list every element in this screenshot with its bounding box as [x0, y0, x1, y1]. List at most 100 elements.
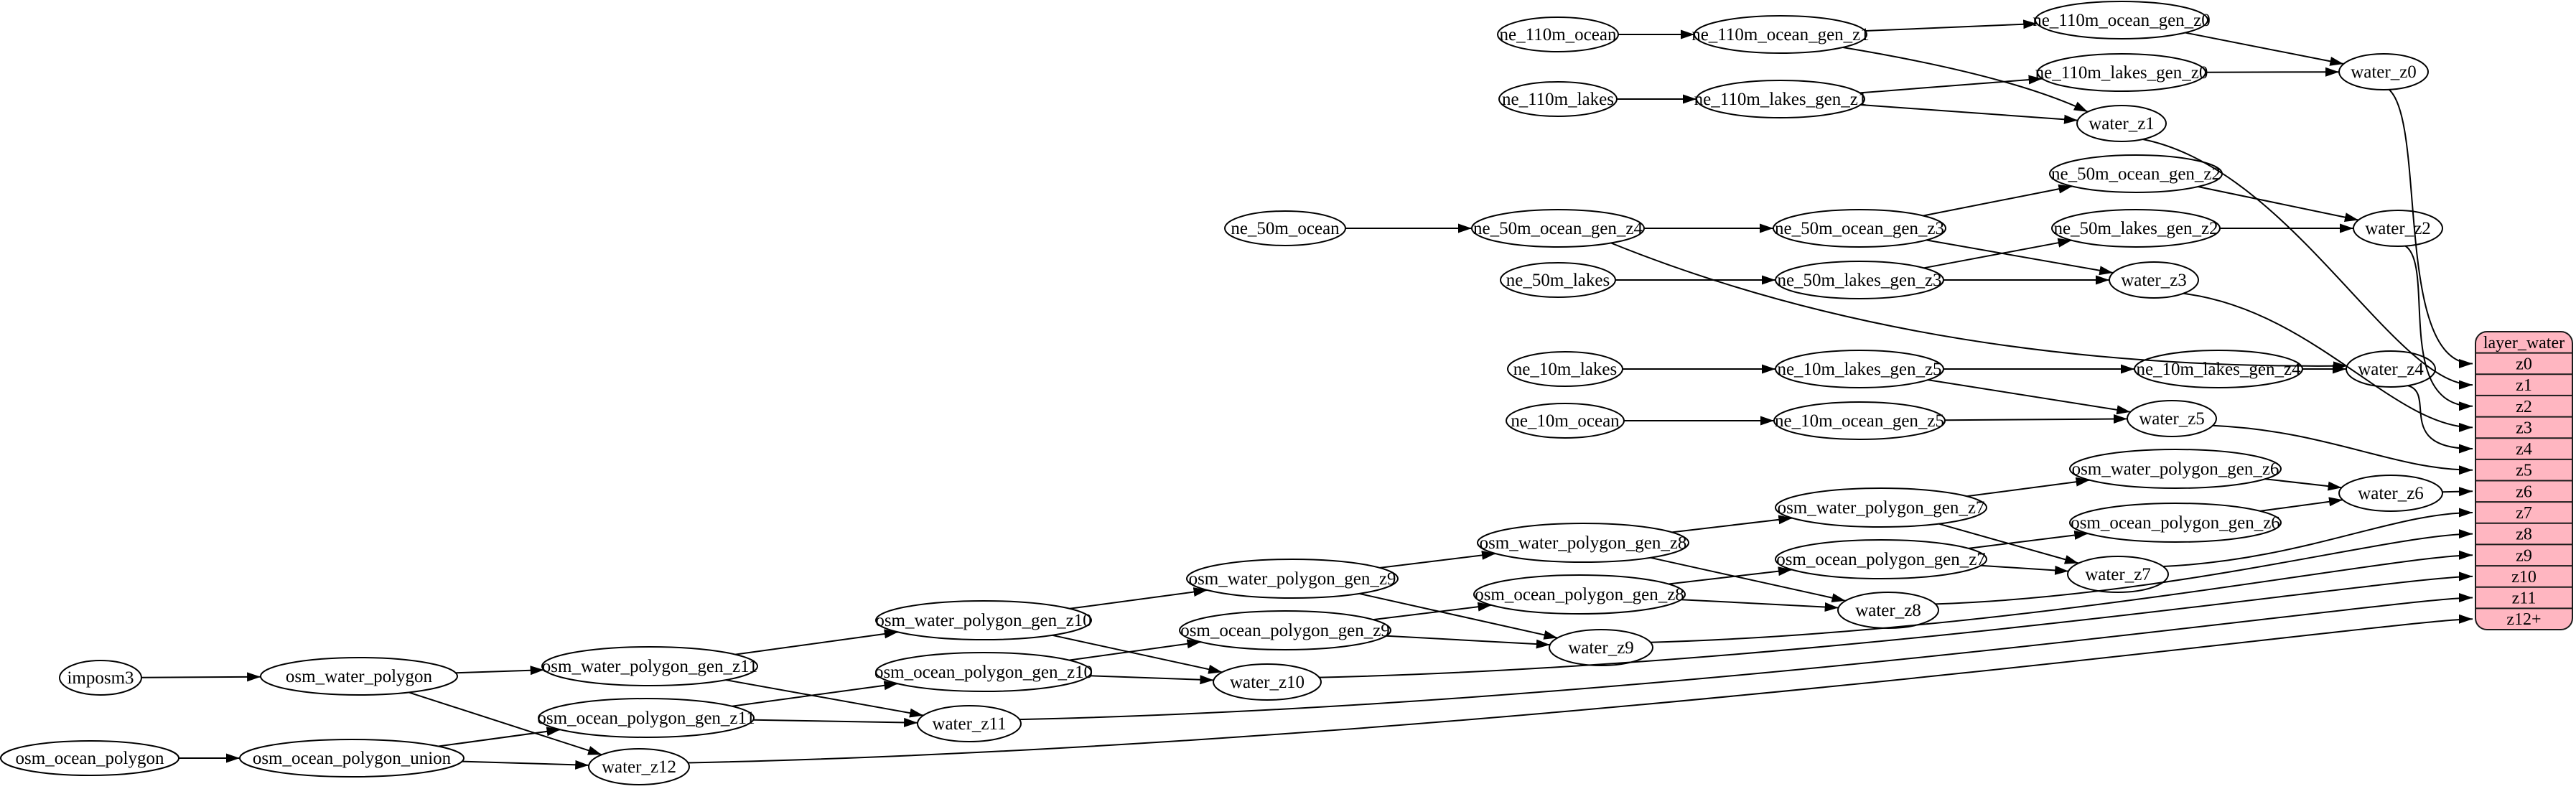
- node-label-osm_water_polygon_gen_z11: osm_water_polygon_gen_z11: [542, 657, 757, 676]
- edge-osm_water_polygon_gen_z9-to-water_z9: [1359, 592, 1558, 640]
- node-osm_ocean_polygon_gen_z7: osm_ocean_polygon_gen_z7: [1775, 539, 1987, 579]
- edge-ne_110m_lakes_gen_z0-to-water_z0: [2205, 67, 2340, 77]
- edge-water_z0-to-layer_water-z0: [2388, 89, 2473, 368]
- node-shape-water_z8: [1837, 592, 1939, 629]
- node-ne_110m_lakes: ne_110m_lakes: [1498, 81, 1618, 117]
- edge-osm_ocean_polygon_gen_z11-to-osm_ocean_polygon_gen_z10: [732, 681, 898, 707]
- node-water_z7: water_z7: [2067, 556, 2169, 593]
- node-label-ne_110m_lakes: ne_110m_lakes: [1502, 90, 1614, 109]
- edge-ne_110m_ocean_gen_z1-to-water_z1: [1842, 47, 2089, 113]
- edge-ne_50m_lakes_gen_z3-to-ne_50m_lakes_gen_z2: [1923, 238, 2072, 269]
- node-shape-ne_50m_ocean_gen_z3: [1773, 209, 1946, 248]
- edge-osm_ocean_polygon_union-to-water_z12: [462, 760, 589, 770]
- node-shape-water_z9: [1549, 629, 1653, 666]
- node-label-ne_10m_ocean_gen_z5: ne_10m_ocean_gen_z5: [1775, 411, 1944, 431]
- edge-osm_water_polygon_gen_z11-to-water_z11: [725, 679, 924, 718]
- edge-ne_110m_ocean_gen_z1-to-ne_110m_ocean_gen_z0: [1865, 19, 2038, 32]
- node-osm_water_polygon_gen_z6: osm_water_polygon_gen_z6: [2069, 449, 2282, 489]
- edge-osm_ocean_polygon_gen_z8-to-osm_ocean_polygon_gen_z7: [1668, 566, 1793, 585]
- node-shape-water_z0: [2338, 53, 2429, 90]
- node-label-osm_ocean_polygon_gen_z9: osm_ocean_polygon_gen_z9: [1180, 621, 1390, 640]
- node-shape-ne_50m_lakes_gen_z3: [1775, 261, 1944, 299]
- node-shape-ne_10m_lakes_gen_z5: [1775, 350, 1944, 388]
- node-label-ne_110m_lakes_gen_z0: ne_110m_lakes_gen_z0: [2035, 63, 2208, 83]
- node-label-ne_50m_ocean: ne_50m_ocean: [1231, 219, 1340, 238]
- edge-osm_water_polygon_gen_z6-to-water_z6: [2264, 478, 2342, 491]
- node-ne_50m_lakes_gen_z3: ne_50m_lakes_gen_z3: [1775, 261, 1944, 299]
- node-label-ne_110m_ocean_gen_z1: ne_110m_ocean_gen_z1: [1691, 25, 1870, 45]
- node-label-water_z5: water_z5: [2139, 409, 2205, 429]
- edge-water_z6-to-layer_water-z6: [2442, 487, 2473, 497]
- node-shape-ne_50m_ocean_gen_z4: [1471, 209, 1645, 248]
- table-row-z0: z0: [2516, 355, 2532, 373]
- node-shape-water_z12: [588, 748, 690, 785]
- table-row-z10: z10: [2511, 568, 2537, 587]
- edge-water_z10-to-layer_water-z10: [1319, 571, 2473, 678]
- node-shape-ne_50m_ocean: [1224, 210, 1346, 246]
- node-shape-water_z1: [2076, 105, 2167, 142]
- node-label-water_z2: water_z2: [2365, 219, 2431, 238]
- node-water_z0: water_z0: [2338, 53, 2429, 90]
- node-ne_10m_ocean_gen_z5: ne_10m_ocean_gen_z5: [1773, 401, 1946, 440]
- node-shape-ne_110m_ocean_gen_z1: [1694, 15, 1867, 54]
- edge-osm_water_polygon_gen_z11-to-osm_water_polygon_gen_z10: [735, 629, 898, 655]
- node-shape-ne_10m_lakes_gen_z4: [2134, 350, 2303, 388]
- node-water_z10: water_z10: [1213, 663, 1322, 701]
- node-osm_water_polygon: osm_water_polygon: [260, 657, 458, 696]
- edge-osm_water_polygon_gen_z10-to-water_z10: [1052, 634, 1223, 674]
- node-osm_water_polygon_gen_z10: osm_water_polygon_gen_z10: [875, 600, 1092, 640]
- edge-water_z9-to-layer_water-z9: [1650, 550, 2473, 643]
- node-shape-osm_water_polygon_gen_z6: [2069, 449, 2282, 489]
- node-label-osm_ocean_polygon: osm_ocean_polygon: [16, 749, 164, 768]
- node-shape-osm_ocean_polygon_gen_z8: [1473, 574, 1686, 615]
- node-shape-ne_10m_ocean: [1506, 403, 1625, 439]
- node-label-ne_110m_lakes_gen_z1: ne_110m_lakes_gen_z1: [1694, 90, 1867, 109]
- layer-water-table: layer_waterz0z1z2z3z4z5z6z7z8z9z10z11z12…: [2475, 331, 2573, 630]
- edge-ne_10m_lakes_gen_z5-to-water_z5: [1928, 379, 2131, 415]
- table-row-z8: z8: [2516, 526, 2532, 544]
- node-osm_water_polygon_gen_z7: osm_water_polygon_gen_z7: [1775, 487, 1987, 528]
- node-shape-imposm3: [59, 660, 142, 696]
- edge-osm_ocean_polygon_gen_z10-to-osm_ocean_polygon_gen_z9: [1068, 639, 1201, 661]
- node-label-ne_50m_ocean_gen_z4: ne_50m_ocean_gen_z4: [1473, 219, 1643, 238]
- table-row-z7: z7: [2516, 504, 2532, 523]
- node-osm_ocean_polygon_gen_z8: osm_ocean_polygon_gen_z8: [1473, 574, 1686, 615]
- table-title: layer_water: [2483, 334, 2565, 353]
- node-label-water_z11: water_z11: [932, 714, 1006, 734]
- node-label-osm_ocean_polygon_gen_z6: osm_ocean_polygon_gen_z6: [2071, 513, 2280, 533]
- node-water_z5: water_z5: [2127, 400, 2217, 437]
- edge-ne_50m_ocean_gen_z2-to-water_z2: [2198, 186, 2359, 222]
- node-shape-ne_110m_lakes_gen_z0: [2037, 53, 2206, 92]
- node-label-ne_50m_lakes_gen_z2: ne_50m_lakes_gen_z2: [2053, 219, 2218, 238]
- edge-osm_ocean_polygon_gen_z11-to-water_z11: [753, 717, 918, 727]
- node-label-ne_10m_ocean: ne_10m_ocean: [1511, 411, 1620, 431]
- node-label-ne_50m_ocean_gen_z2: ne_50m_ocean_gen_z2: [2051, 164, 2221, 184]
- table-row-z5: z5: [2516, 462, 2532, 480]
- edge-ne_10m_ocean_gen_z5-to-water_z5: [1944, 414, 2128, 424]
- node-label-ne_50m_lakes: ne_50m_lakes: [1506, 271, 1610, 290]
- node-ne_110m_lakes_gen_z1: ne_110m_lakes_gen_z1: [1694, 80, 1867, 118]
- node-water_z9: water_z9: [1549, 629, 1653, 666]
- node-shape-ne_110m_lakes: [1498, 81, 1618, 117]
- edge-osm_water_polygon-to-water_z12: [409, 691, 602, 756]
- edge-water_z12-to-layer_water-z12+: [688, 614, 2473, 764]
- node-label-water_z10: water_z10: [1230, 673, 1305, 692]
- edge-water_z11-to-layer_water-z11: [1019, 593, 2473, 721]
- node-shape-water_z11: [917, 705, 1022, 742]
- node-osm_water_polygon_gen_z8: osm_water_polygon_gen_z8: [1477, 523, 1689, 563]
- edge-water_z7-to-layer_water-z7: [2162, 508, 2473, 567]
- node-shape-ne_10m_ocean_gen_z5: [1773, 401, 1946, 440]
- edge-osm_ocean_polygon_union-to-osm_ocean_polygon_gen_z11: [438, 727, 561, 747]
- node-shape-osm_water_polygon_gen_z8: [1477, 523, 1689, 563]
- edge-water_z5-to-layer_water-z5: [2213, 424, 2473, 475]
- node-shape-osm_ocean_polygon_gen_z10: [875, 652, 1092, 692]
- node-label-water_z12: water_z12: [602, 757, 676, 777]
- node-label-osm_water_polygon: osm_water_polygon: [286, 667, 433, 686]
- node-label-ne_10m_lakes_gen_z5: ne_10m_lakes_gen_z5: [1777, 360, 1941, 379]
- node-shape-osm_ocean_polygon_union: [239, 739, 465, 778]
- edge-osm_ocean_polygon_gen_z10-to-water_z10: [1089, 675, 1214, 685]
- edge-ne_110m_lakes_gen_z1-to-ne_110m_lakes_gen_z0: [1859, 75, 2043, 94]
- node-label-water_z7: water_z7: [2085, 565, 2151, 584]
- node-water_z11: water_z11: [917, 705, 1022, 742]
